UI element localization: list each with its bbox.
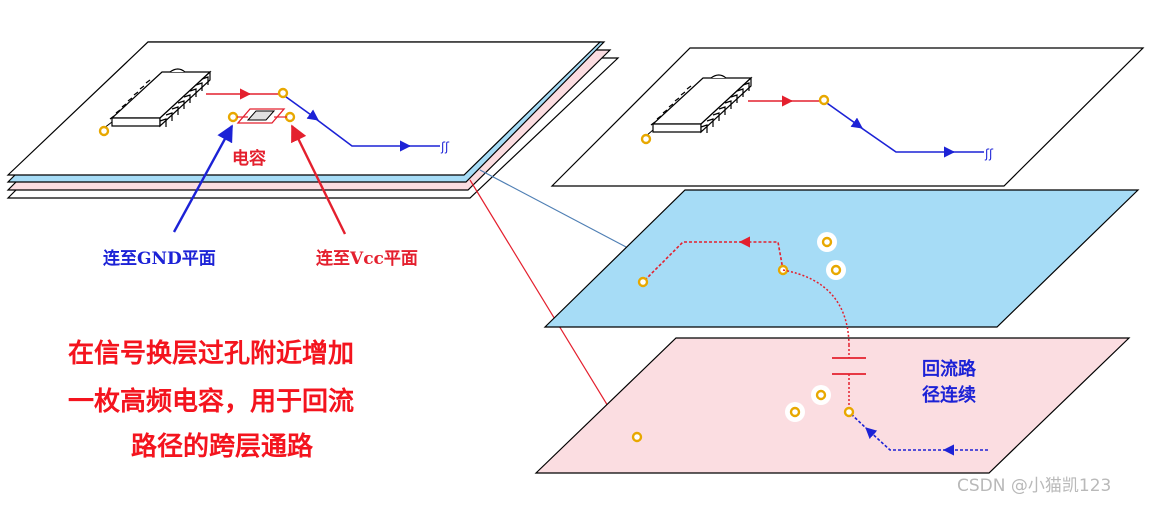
vcc-plane (534, 337, 1131, 474)
capacitor-icon (236, 108, 287, 124)
via-icon (818, 94, 830, 106)
via-icon (843, 406, 855, 418)
capacitor-symbol-icon (832, 345, 866, 383)
caption-line-3: 路径的跨层通路 (131, 431, 314, 462)
vcc-return-trace (849, 412, 988, 456)
via-icon (227, 111, 239, 123)
capacitor-label: 电容 (232, 148, 266, 169)
watermark: CSDN @小猫凯123 (957, 476, 1111, 496)
right-signal-trace (645, 95, 984, 158)
caption-line-2: 一枚高频电容，用于回流 (68, 386, 354, 417)
left-signal-trace (103, 88, 440, 152)
via-icon (277, 87, 289, 99)
signal-layer (6, 41, 602, 176)
vcc-vias (631, 385, 855, 443)
ic-chip-icon (650, 74, 753, 134)
via-icon (637, 276, 649, 288)
gnd-antipad-vias (817, 232, 846, 280)
via-icon (815, 389, 827, 401)
via-icon (640, 133, 652, 145)
vcc-callout-line (469, 179, 615, 417)
caption-line-1: 在信号换层过孔附近增加 (68, 338, 354, 369)
vcc-connection-label: 连至Vcc平面 (316, 248, 418, 269)
trace-end-mark: ʃʃ (440, 140, 450, 154)
via-icon (98, 125, 110, 137)
return-path-label-line-1: 回流路 (922, 358, 977, 380)
gnd-connection-label: 连至GND平面 (103, 248, 216, 269)
gnd-callout-line (479, 169, 629, 249)
via-icon (284, 111, 296, 123)
gnd-plane (543, 189, 1140, 328)
return-path-label-line-2: 径连续 (922, 384, 976, 406)
vcc-pointer-arrow (290, 124, 347, 235)
return-path-curve (782, 269, 850, 346)
trace-end-mark: ʃʃ (984, 147, 994, 161)
left-vias (98, 87, 296, 137)
via-icon (789, 406, 801, 418)
left-layer-stack (6, 41, 620, 199)
gnd-pointer-arrow (172, 124, 234, 233)
ic-chip-icon (109, 68, 212, 128)
gnd-return-trace-tail (642, 241, 742, 283)
via-icon (631, 431, 643, 443)
